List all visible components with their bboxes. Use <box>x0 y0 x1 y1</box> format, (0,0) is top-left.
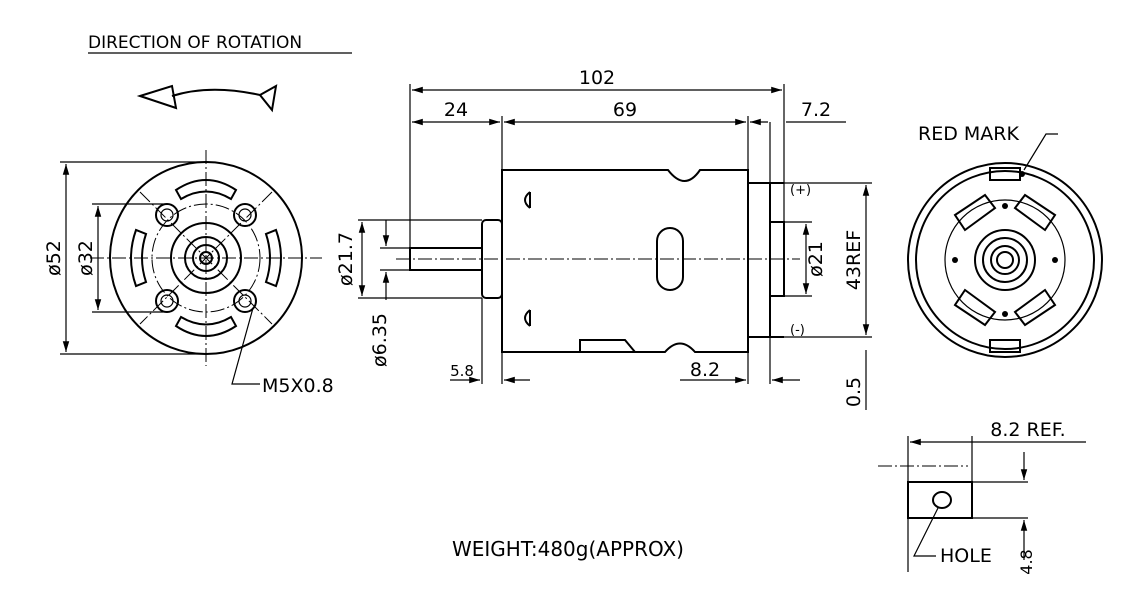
rear-boss-mid <box>982 237 1028 283</box>
dim-boss-dia: ø21.7 <box>335 232 357 286</box>
dim-bolt-circle: ø32 <box>75 240 97 276</box>
rear-mid-circle <box>944 199 1066 321</box>
mount-hole-bl-inner <box>160 294 174 308</box>
front-diag-2 <box>139 191 273 325</box>
rear-terminal-bottom <box>989 339 1021 353</box>
rear-terminal-top <box>989 167 1021 181</box>
dim-terminal-width: 4.8 <box>1017 549 1036 574</box>
front-view: ø52 ø32 M5X0.8 <box>43 150 334 397</box>
hole-leader <box>913 507 939 557</box>
front-slot-right <box>264 228 282 288</box>
thread-leader <box>231 307 260 385</box>
motor-body <box>501 169 749 353</box>
rotation-arc <box>171 88 261 97</box>
mount-hole-tl-inner <box>160 208 174 222</box>
rear-cap <box>747 182 771 338</box>
front-slot-left <box>130 228 148 288</box>
dim-rear-boss-dia: ø21 <box>805 241 827 277</box>
plus-terminal-label: (+) <box>790 183 811 198</box>
dim-boss-length: 5.8 <box>450 362 474 380</box>
dim-overall-length: 102 <box>579 67 615 89</box>
rear-dot-right <box>1052 257 1058 263</box>
hole-label: HOLE <box>940 545 992 567</box>
dim-body-length: 69 <box>613 99 637 121</box>
vent-bottom <box>524 309 531 327</box>
rotation-arrow-right-icon <box>258 84 278 113</box>
dim-terminal-thickness: 0.5 <box>843 377 865 407</box>
mount-hole-tr <box>233 203 257 227</box>
rear-bearing <box>990 245 1020 275</box>
front-slot-bottom <box>174 315 238 337</box>
terminal-blade <box>907 481 973 519</box>
thread-label: M5X0.8 <box>262 375 334 397</box>
weight-note: WEIGHT:480g(APPROX) <box>452 537 684 561</box>
rear-window-tr <box>1013 193 1057 232</box>
dim-height-ref: 43REF <box>843 230 865 290</box>
rear-window-bl <box>953 288 997 327</box>
rear-dot-bottom <box>1002 311 1008 317</box>
mount-hole-tr-inner <box>238 208 252 222</box>
mount-hole-tl <box>155 203 179 227</box>
rear-shaft <box>996 251 1014 269</box>
dim-shaft-dia: ø6.35 <box>369 313 391 367</box>
side-view: (+) (-) 102 24 69 7.2 ø21.7 ø6.35 5 <box>335 67 872 410</box>
rear-boss-outer <box>974 229 1036 291</box>
rear-rim <box>915 170 1095 350</box>
rear-window-br <box>1013 288 1057 327</box>
red-mark-dot <box>1019 171 1025 177</box>
mount-hole-br-inner <box>238 294 252 308</box>
mount-hole-bl <box>155 289 179 313</box>
rotation-section: DIRECTION OF ROTATION <box>88 33 352 113</box>
dim-terminal-length-ref: 8.2 REF. <box>990 419 1065 441</box>
rear-outer-circle <box>907 162 1103 358</box>
red-mark-label: RED MARK <box>918 123 1019 145</box>
front-slot-top <box>174 179 238 201</box>
rotation-title: DIRECTION OF ROTATION <box>88 33 302 53</box>
rear-window-tl <box>953 193 997 232</box>
minus-terminal-label: (-) <box>790 323 805 338</box>
terminal-detail: 8.2 REF. 4.8 HOLE <box>878 419 1086 575</box>
rear-dot-left <box>952 257 958 263</box>
vent-top <box>524 191 531 209</box>
dim-shaft-length: 24 <box>444 99 468 121</box>
rotation-arrow-left-icon <box>136 84 178 110</box>
bottom-tab <box>579 339 636 353</box>
rear-view: RED MARK <box>907 123 1103 358</box>
hole-icon <box>932 491 952 509</box>
red-mark-leader <box>1023 133 1058 171</box>
dim-rear-length: 8.2 <box>690 359 720 381</box>
rear-dot-top <box>1002 203 1008 209</box>
dim-terminal-offset: 7.2 <box>801 99 831 121</box>
dim-outer-dia: ø52 <box>43 240 65 276</box>
mount-hole-br <box>233 289 257 313</box>
